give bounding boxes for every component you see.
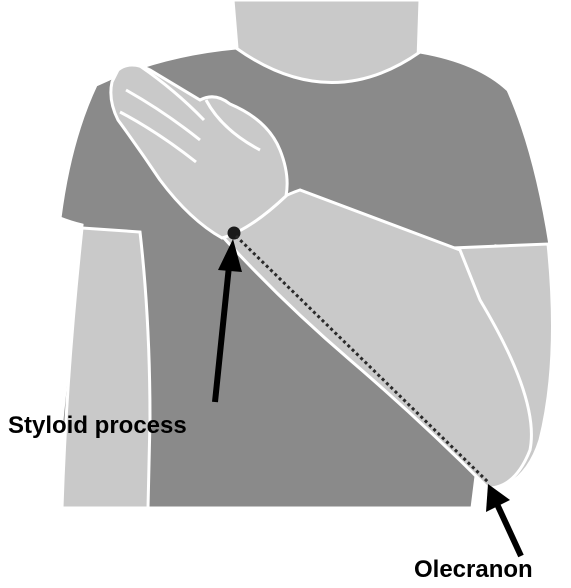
- olecranon-arrow-shaft: [497, 504, 521, 556]
- left-upper-arm: [62, 228, 150, 508]
- styloid-process-label: Styloid process: [8, 412, 187, 440]
- olecranon-label: Olecranon: [414, 556, 533, 584]
